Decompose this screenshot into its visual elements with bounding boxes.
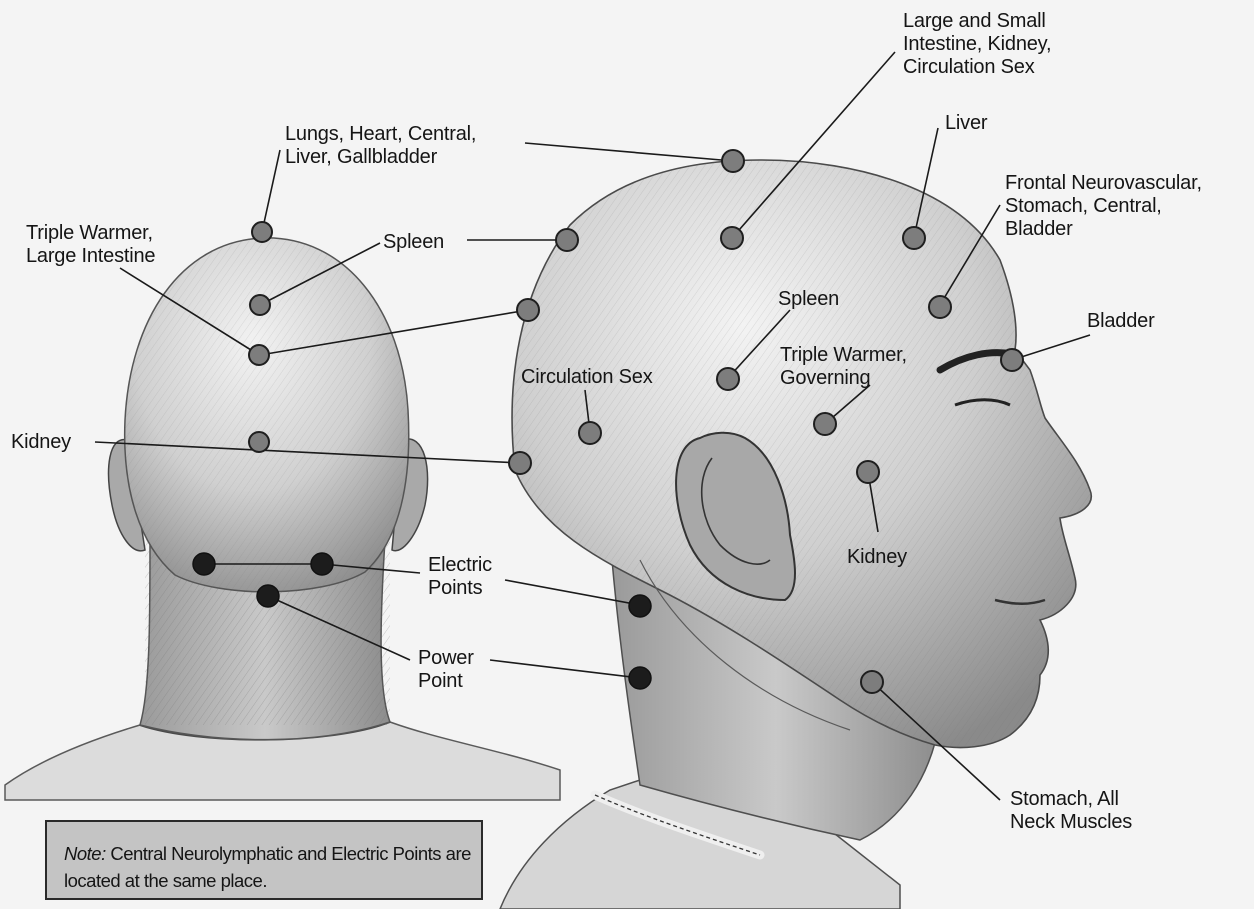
- point-back-triple-warmer: [249, 345, 269, 365]
- label-power-point: Power Point: [418, 647, 474, 693]
- label-spleen-side: Spleen: [778, 288, 839, 311]
- point-side-kidney: [857, 461, 879, 483]
- label-stomach-neck-muscles: Stomach, All Neck Muscles: [1010, 788, 1132, 834]
- point-side-stomach: [861, 671, 883, 693]
- point-side-top: [722, 150, 744, 172]
- label-bladder: Bladder: [1087, 310, 1155, 333]
- point-back-kidney: [249, 432, 269, 452]
- point-side-frontal: [929, 296, 951, 318]
- label-large-small-intestine: Large and Small Intestine, Kidney, Circu…: [903, 10, 1051, 79]
- point-side-spleen: [717, 368, 739, 390]
- label-spleen-back: Spleen: [383, 231, 444, 254]
- point-back-crown: [252, 222, 272, 242]
- label-frontal-neurovascular: Frontal Neurovascular, Stomach, Central,…: [1005, 172, 1202, 241]
- point-side-intestine: [721, 227, 743, 249]
- point-side-kidney-rear: [509, 452, 531, 474]
- note-text: Central Neurolymphatic and Electric Poin…: [64, 843, 471, 891]
- point-side-spleen-top: [556, 229, 578, 251]
- point-back-electric-right: [311, 553, 333, 575]
- point-side-circulation-sex: [579, 422, 601, 444]
- label-electric-points: Electric Points: [428, 554, 492, 600]
- label-triple-warmer-large-intestine: Triple Warmer, Large Intestine: [26, 222, 155, 268]
- point-side-electric: [629, 595, 651, 617]
- note-box: Note: Central Neurolymphatic and Electri…: [45, 820, 483, 900]
- point-side-rear: [517, 299, 539, 321]
- label-triple-warmer-governing: Triple Warmer, Governing: [780, 344, 907, 390]
- point-side-triple-warmer: [814, 413, 836, 435]
- point-side-power: [629, 667, 651, 689]
- label-kidney-back: Kidney: [11, 431, 71, 454]
- note-prefix: Note:: [64, 843, 106, 864]
- point-side-liver: [903, 227, 925, 249]
- point-back-spleen: [250, 295, 270, 315]
- back-view-head: [5, 238, 560, 800]
- label-circulation-sex: Circulation Sex: [521, 366, 653, 389]
- point-side-bladder: [1001, 349, 1023, 371]
- point-back-electric-left: [193, 553, 215, 575]
- label-liver: Liver: [945, 112, 987, 135]
- point-back-power: [257, 585, 279, 607]
- side-view-head: [500, 160, 1091, 909]
- label-lungs-heart-central: Lungs, Heart, Central, Liver, Gallbladde…: [285, 123, 476, 169]
- label-kidney-side: Kidney: [847, 546, 907, 569]
